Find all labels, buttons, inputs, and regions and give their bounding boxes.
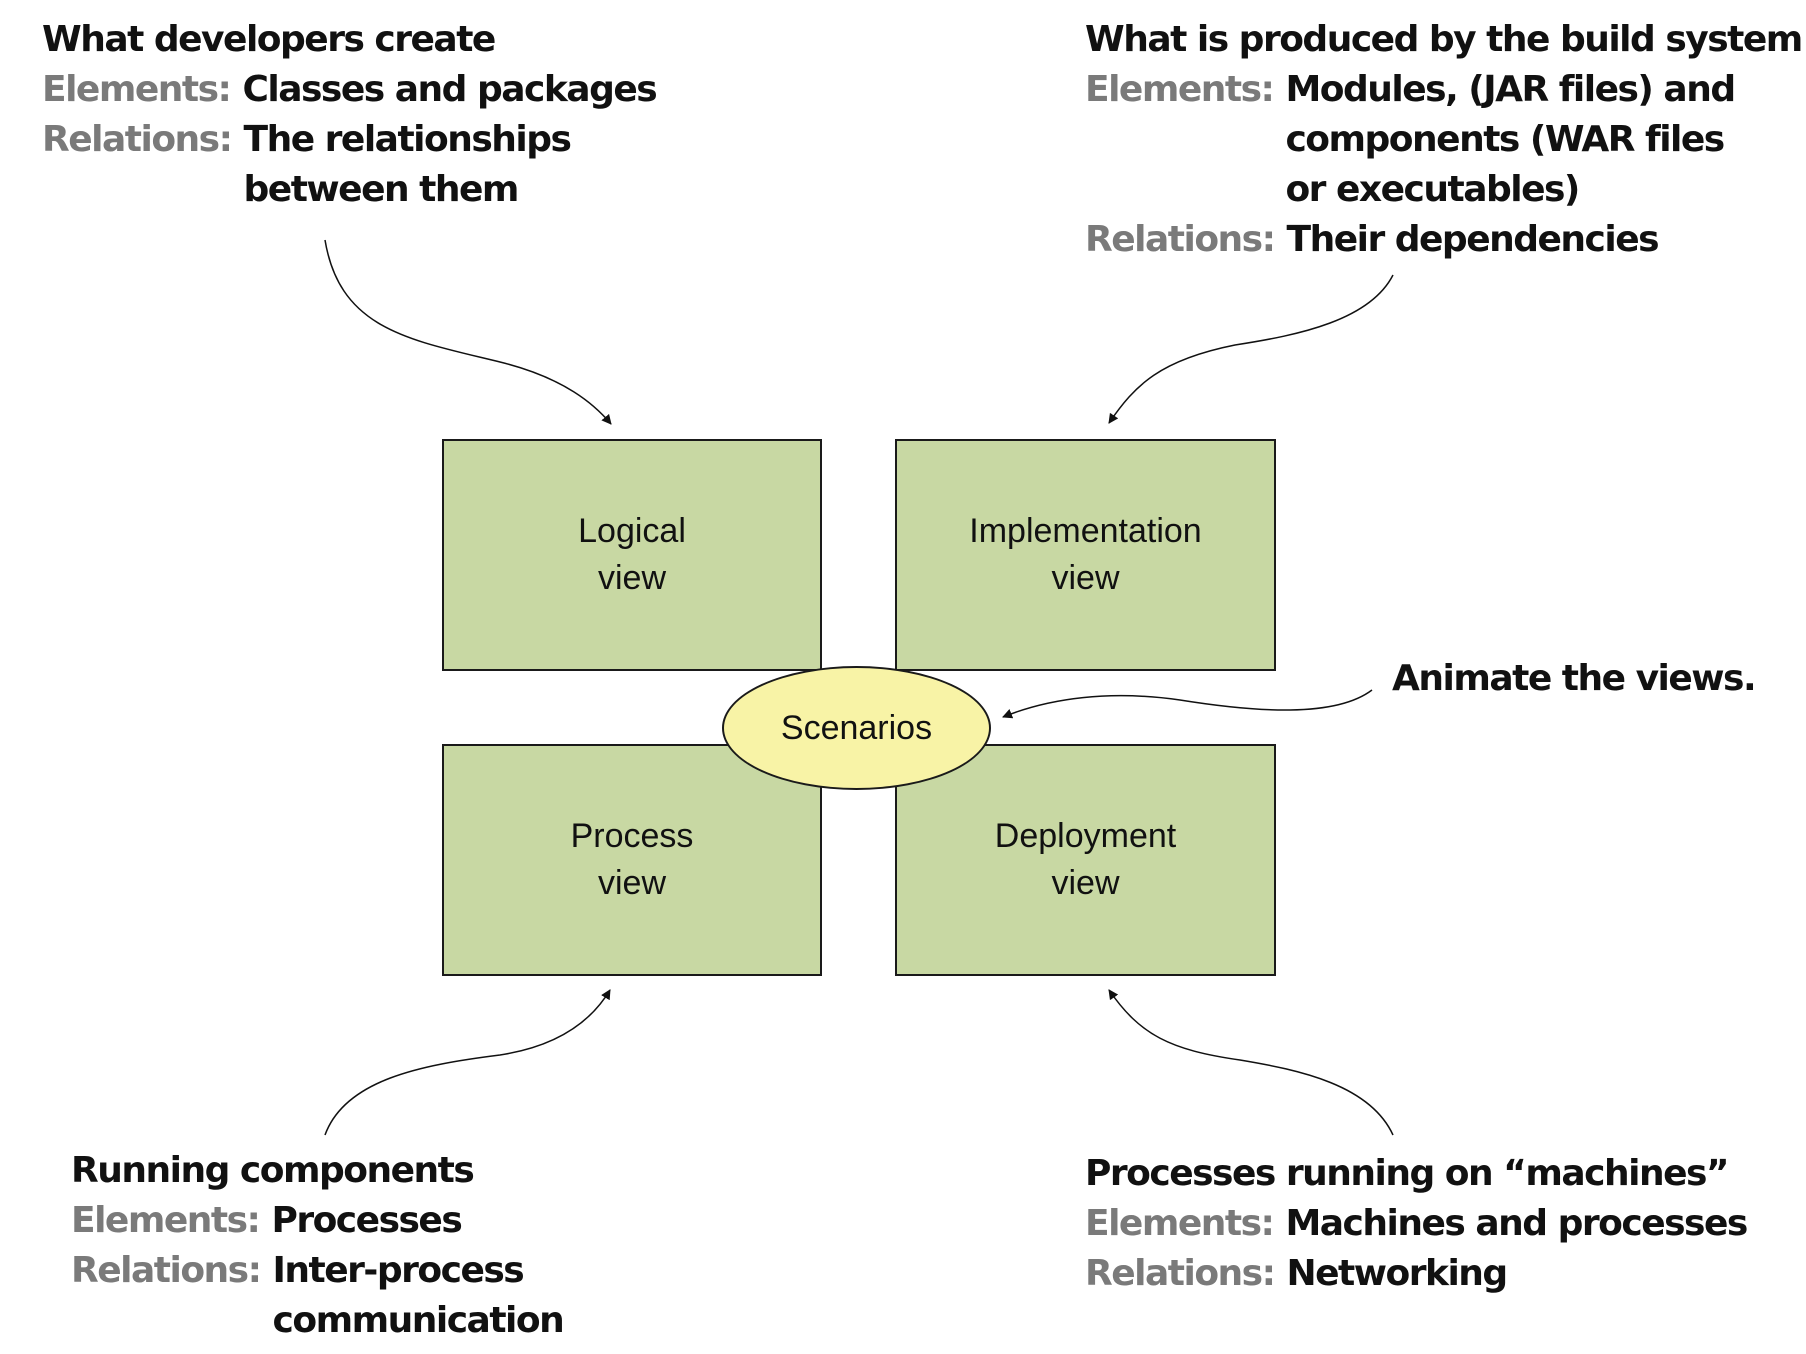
logical-relations-value-line1: The relationships (243, 119, 572, 160)
process-elements-key: Elements: (71, 1200, 261, 1241)
deployment-view-label-line1: Deployment (994, 817, 1177, 855)
implementation-elements-value-line2: components (WAR files (1285, 119, 1725, 160)
deployment-relations-value: Networking (1286, 1253, 1509, 1294)
scenarios-annotation: Animate the views. (1392, 654, 1757, 704)
arrow-to-logical-view (324, 239, 612, 425)
process-view-annotation: Running components Elements: Processes R… (71, 1146, 565, 1346)
process-view-label-line1: Process (570, 817, 694, 855)
process-view-label-line2: view (597, 864, 667, 902)
implementation-relations-key: Relations: (1085, 219, 1276, 260)
process-view-box: Process view (442, 744, 822, 976)
logical-view-label-line1: Logical (578, 512, 686, 550)
deployment-elements-value: Machines and processes (1285, 1203, 1748, 1244)
process-relations-key: Relations: (71, 1250, 262, 1291)
arrow-to-process-view (324, 989, 611, 1136)
scenarios-ellipse: Scenarios (722, 666, 991, 790)
implementation-elements-value-line1: Modules, (JAR files) and (1285, 69, 1736, 110)
scenarios-annotation-text: Animate the views. (1392, 658, 1757, 699)
process-relations-value-line1: Inter-process (272, 1250, 525, 1291)
deployment-relations-key: Relations: (1085, 1253, 1276, 1294)
implementation-view-label-line1: Implementation (969, 512, 1202, 550)
process-relations-value-line2: communication (272, 1300, 565, 1341)
implementation-elements-value-line3: or executables) (1285, 169, 1580, 210)
implementation-view-annotation: What is produced by the build system Ele… (1085, 15, 1803, 265)
implementation-view-label-line2: view (1051, 559, 1120, 597)
deployment-view-annotation: Processes running on “machines” Elements… (1085, 1149, 1748, 1299)
arrow-to-implementation-view (1108, 274, 1394, 424)
logical-relations-key: Relations: (42, 119, 233, 160)
scenarios-label: Scenarios (780, 708, 933, 747)
deployment-annotation-heading: Processes running on “machines” (1085, 1153, 1730, 1194)
deployment-elements-key: Elements: (1085, 1203, 1275, 1244)
process-elements-value: Processes (271, 1200, 462, 1241)
logical-relations-value-line2: between them (243, 169, 520, 210)
logical-view-annotation: What developers create Elements: Classes… (42, 15, 658, 215)
process-annotation-heading: Running components (71, 1150, 475, 1191)
logical-elements-key: Elements: (42, 69, 232, 110)
logical-annotation-heading: What developers create (42, 19, 496, 60)
implementation-annotation-heading: What is produced by the build system (1085, 19, 1803, 60)
implementation-relations-value: Their dependencies (1286, 219, 1660, 260)
logical-elements-value: Classes and packages (242, 69, 657, 110)
logical-view-box: Logical view (442, 439, 822, 671)
implementation-view-box: Implementation view (895, 439, 1276, 671)
implementation-elements-key: Elements: (1085, 69, 1275, 110)
deployment-view-box: Deployment view (895, 744, 1276, 976)
logical-view-label-line2: view (597, 559, 667, 597)
arrow-to-deployment-view (1108, 989, 1394, 1136)
deployment-view-label-line2: view (1051, 864, 1120, 902)
arrow-to-scenarios (1002, 689, 1373, 719)
